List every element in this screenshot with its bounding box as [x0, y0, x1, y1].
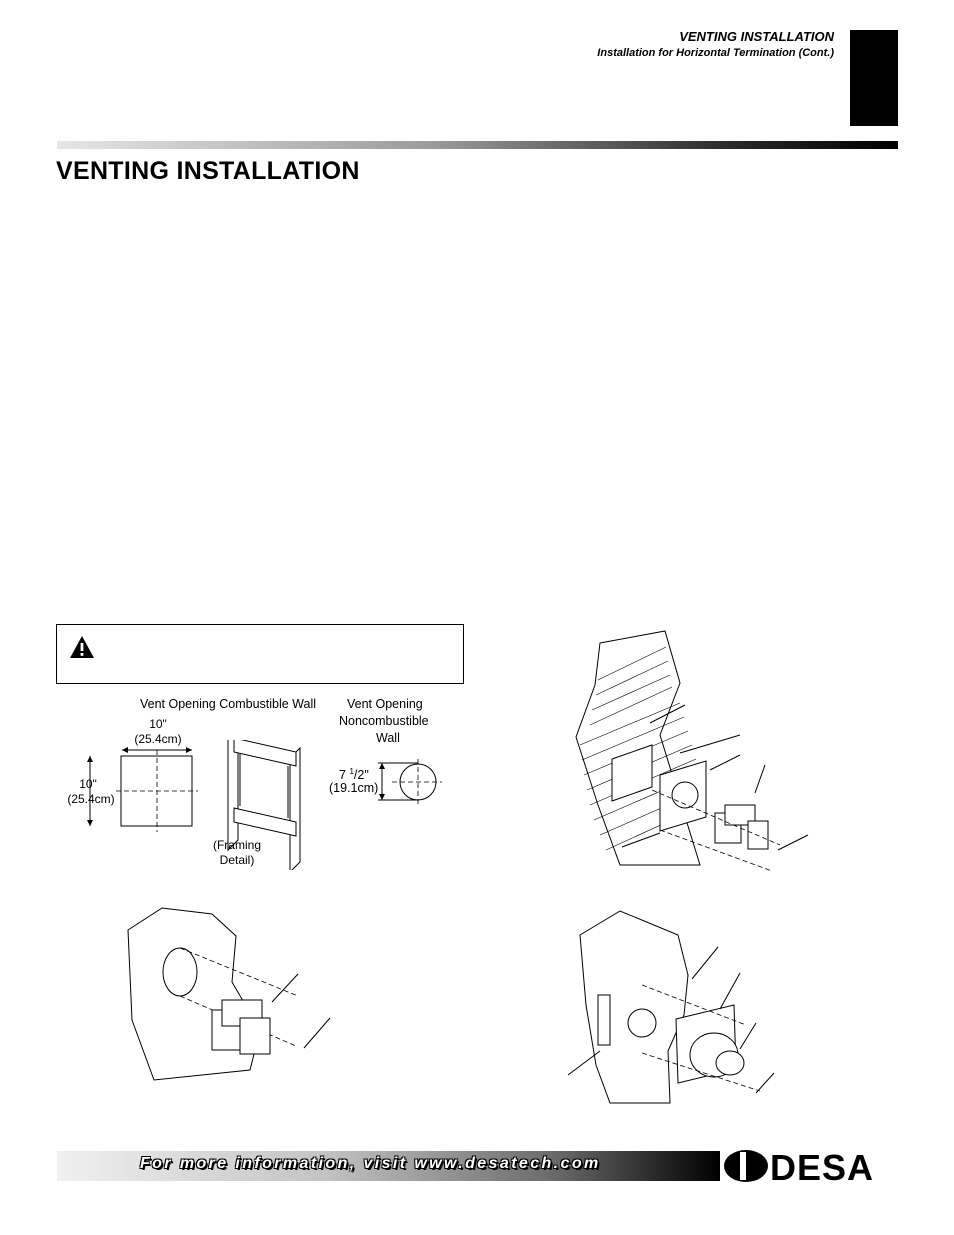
header-gradient-rule: [57, 141, 898, 149]
termination-noncombustible-figure: [127, 907, 331, 1081]
section-tab-marker: [850, 30, 898, 126]
footer-website-text: For more information, visit www.desatech…: [140, 1155, 601, 1172]
diameter-cm-label: (19.1cm): [329, 781, 379, 795]
framing-label-line1: (Framing: [212, 838, 261, 852]
diameter-whole: 7: [339, 768, 346, 783]
diameter-fraction-den: /2": [353, 768, 369, 783]
noncombustible-label-line1: Vent Opening: [347, 697, 423, 711]
noncombustible-opening-diagram: [378, 759, 442, 805]
noncombustible-label-line2: Noncombustible: [339, 714, 429, 728]
termination-assembly-figure: [575, 630, 809, 872]
header-subtitle: Installation for Horizontal Termination …: [597, 47, 834, 59]
width-cm-label: (25.4cm): [134, 732, 182, 746]
noncombustible-label-line3: Wall: [376, 731, 400, 745]
page-title: VENTING INSTALLATION: [56, 157, 360, 185]
logo-text: DESA: [770, 1147, 874, 1185]
termination-combustible-figure: [567, 910, 775, 1104]
desa-logo: DESA: [724, 1147, 874, 1185]
height-inches-label: 10": [79, 777, 97, 791]
height-cm-label: (25.4cm): [67, 792, 115, 806]
header-section-title: VENTING INSTALLATION: [679, 29, 834, 44]
combustible-wall-label: Vent Opening Combustible Wall: [140, 697, 317, 711]
framing-label-line2: Detail): [219, 853, 255, 867]
diameter-label: 7 1/2": [339, 764, 369, 783]
width-inches-label: 10": [149, 717, 167, 731]
diameter-fraction-num: 1: [349, 767, 354, 776]
combustible-opening-diagram: [87, 740, 301, 870]
warning-triangle-icon: [70, 636, 94, 658]
footer-gradient-bar: [57, 1151, 720, 1181]
warning-box: [56, 624, 464, 684]
